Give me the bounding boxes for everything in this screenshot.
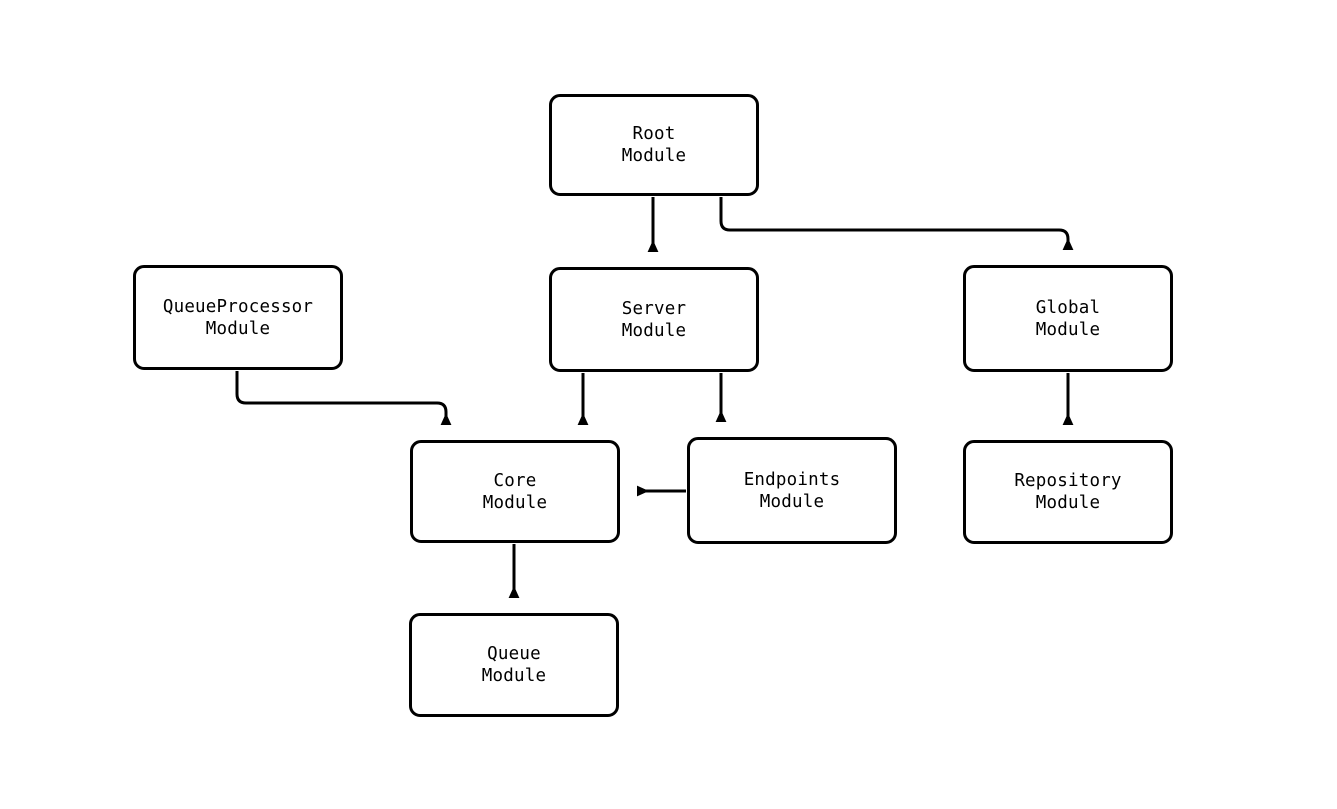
node-server-module[interactable]: Server Module: [549, 267, 759, 372]
node-label: QueueProcessor Module: [162, 296, 314, 339]
node-repository-module[interactable]: Repository Module: [963, 440, 1173, 544]
node-label: Global Module: [1035, 297, 1101, 340]
node-core-module[interactable]: Core Module: [410, 440, 620, 543]
node-label: Repository Module: [1014, 471, 1122, 513]
edge-root-global: [719, 197, 1074, 250]
edge-queueprocessor-core: [235, 371, 452, 425]
node-global-module[interactable]: Global Module: [963, 265, 1173, 372]
node-label: Server Module: [621, 298, 687, 341]
node-root-module[interactable]: Root Module: [549, 94, 759, 196]
node-label: Root Module: [621, 124, 687, 166]
node-queue-module[interactable]: Queue Module: [409, 613, 619, 717]
node-endpoints-module[interactable]: Endpoints Module: [687, 437, 897, 544]
node-label: Queue Module: [481, 644, 547, 686]
node-label: Core Module: [482, 470, 548, 513]
node-queueprocessor-module[interactable]: QueueProcessor Module: [133, 265, 343, 370]
node-label: Endpoints Module: [743, 469, 841, 512]
